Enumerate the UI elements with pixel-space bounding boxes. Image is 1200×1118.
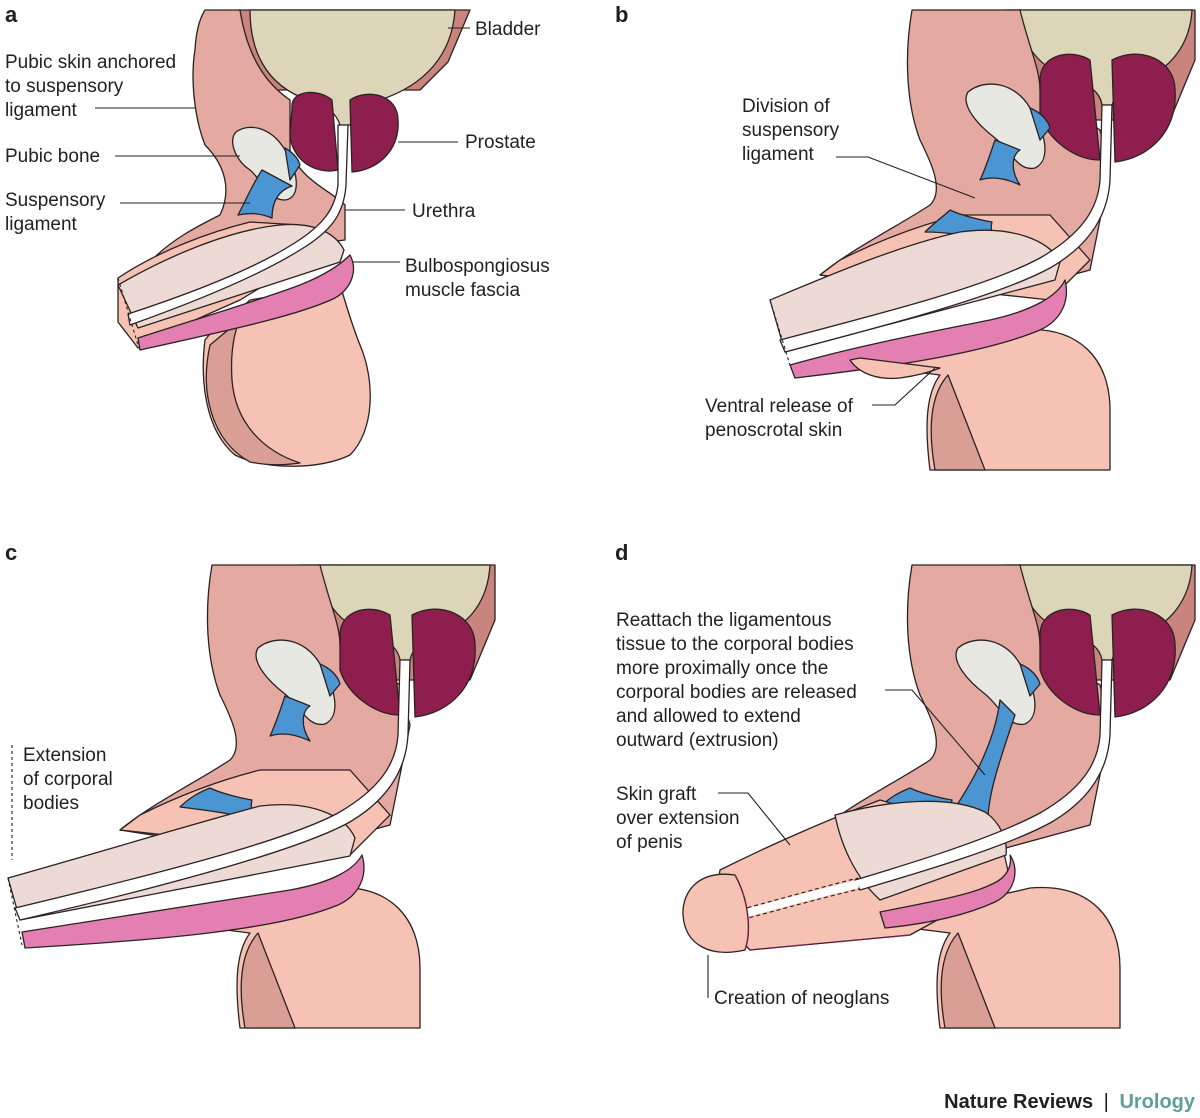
- label-bulbo-line2: muscle fascia: [405, 280, 521, 301]
- label-suspensory-line2: ligament: [5, 214, 78, 235]
- label-pubic-bone: Pubic bone: [5, 146, 100, 167]
- label-reattach-line2: tissue to the corporal bodies: [616, 634, 854, 655]
- label-urethra: Urethra: [412, 201, 476, 222]
- label-graft-line3: of penis: [616, 832, 683, 853]
- label-graft-line1: Skin graft: [616, 784, 697, 805]
- journal-credit: Nature Reviews | Urology: [944, 1091, 1196, 1113]
- label-graft-line2: over extension: [616, 808, 740, 829]
- label-prostate: Prostate: [465, 132, 536, 153]
- credit-journal: Nature Reviews: [944, 1091, 1093, 1113]
- label-pubic-skin-line2: to suspensory: [5, 76, 124, 97]
- label-ventral-line1: Ventral release of: [705, 396, 854, 417]
- label-bladder: Bladder: [475, 19, 541, 40]
- panel-a: a Bladder Pubic skin anchored to suspens: [5, 2, 550, 467]
- label-extension-line2: of corporal: [23, 769, 113, 790]
- panel-d-letter: d: [615, 540, 628, 565]
- label-division-line3: ligament: [742, 144, 815, 165]
- label-reattach-line6: outward (extrusion): [616, 730, 779, 751]
- label-ventral-line2: penoscrotal skin: [705, 420, 842, 441]
- label-reattach-line1: Reattach the ligamentous: [616, 610, 831, 631]
- label-suspensory-line1: Suspensory: [5, 190, 106, 211]
- label-pubic-skin-line3: ligament: [5, 100, 78, 121]
- panel-c: c Extension of corporal bodies: [5, 540, 496, 1029]
- label-bulbo-line1: Bulbospongiosus: [405, 256, 550, 277]
- label-extension-line1: Extension: [23, 745, 106, 766]
- panel-d: d Reattach the ligamentous tissue to the…: [615, 540, 1196, 1029]
- credit-separator: |: [1104, 1091, 1109, 1113]
- label-division-line1: Division of: [742, 96, 830, 117]
- label-division-line2: suspensory: [742, 120, 840, 141]
- panel-a-letter: a: [5, 2, 18, 27]
- label-neoglans: Creation of neoglans: [714, 988, 889, 1009]
- label-reattach-line5: and allowed to extend: [616, 706, 801, 727]
- label-reattach-line3: more proximally once the: [616, 658, 828, 679]
- panel-c-letter: c: [5, 540, 17, 565]
- label-reattach-line4: corporal bodies are released: [616, 682, 857, 703]
- svg-text:Nature Reviews | U: Nature Reviews | Urology: [944, 1091, 1196, 1113]
- credit-subject: Urology: [1119, 1091, 1195, 1113]
- label-extension-line3: bodies: [23, 793, 79, 814]
- label-pubic-skin-line1: Pubic skin anchored: [5, 52, 176, 73]
- panel-b: b Division of suspensory ligame: [615, 2, 1196, 471]
- panel-b-letter: b: [615, 2, 628, 27]
